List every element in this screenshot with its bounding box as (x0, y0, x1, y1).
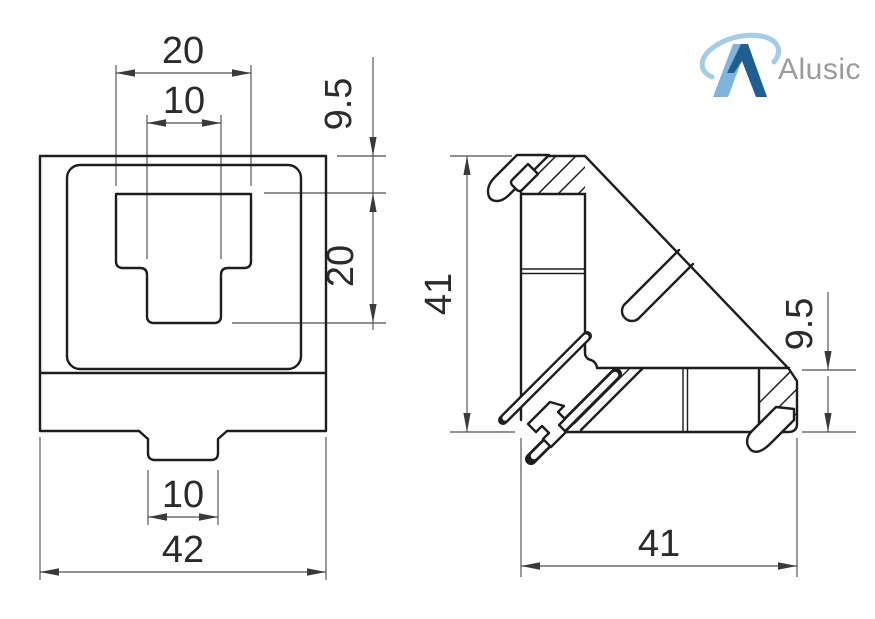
front-view: 20 10 9.5 20 (38, 30, 386, 580)
front-outline (38, 154, 328, 462)
dim-front-tab-width: 10 (147, 470, 219, 525)
dim-label-side-width: 41 (638, 523, 680, 565)
dim-side-height: 41 (418, 155, 515, 433)
dim-front-total-width: 42 (39, 437, 327, 580)
logo-a-right-stroke-icon (727, 44, 767, 97)
dim-label-side-height: 41 (418, 273, 460, 315)
dim-label-slot-width: 10 (163, 80, 205, 122)
bottom-hook (745, 405, 796, 454)
dim-label-total-width: 42 (162, 529, 204, 571)
dim-side-width: 41 (520, 438, 798, 577)
brand-logo: Alusic (699, 32, 861, 97)
logo-swoosh-icon (699, 32, 782, 80)
dim-front-slot-width: 10 (146, 80, 222, 259)
dim-front-top-offset: 9.5 (264, 57, 386, 330)
dim-front-slot-height: 20 (232, 245, 386, 324)
side-view: 41 9.5 41 (418, 153, 856, 577)
t-slot-cutout (114, 192, 253, 325)
diagonal-flange (498, 331, 622, 465)
top-hook-tooth (509, 162, 540, 193)
diagonal-slot (620, 248, 695, 323)
dim-label-top-width: 20 (162, 30, 204, 72)
brand-name: Alusic (778, 53, 861, 86)
dim-label-tab-width: 10 (162, 474, 204, 516)
side-outline (486, 153, 799, 465)
dim-label-leg-thickness: 9.5 (779, 298, 821, 351)
dim-side-leg-thickness: 9.5 (779, 292, 856, 433)
dim-front-top-width: 20 (115, 30, 252, 186)
flange-clip (526, 400, 568, 449)
dim-label-top-offset: 9.5 (318, 78, 360, 131)
